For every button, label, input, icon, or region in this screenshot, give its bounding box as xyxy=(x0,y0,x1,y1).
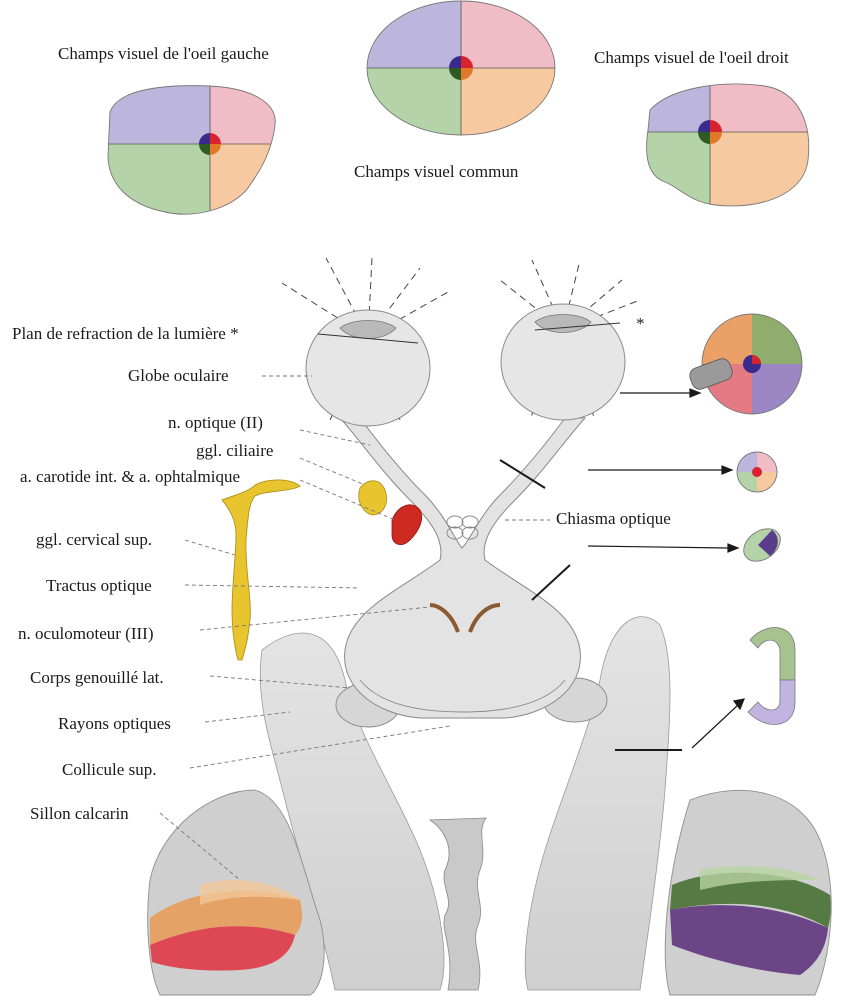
label-oculomotor-nerve: n. oculomoteur (III) xyxy=(18,624,153,644)
label-optic-chiasma: Chiasma optique xyxy=(556,509,671,529)
ciliary-ganglion xyxy=(359,481,387,515)
left-visual-field xyxy=(100,80,290,224)
common-field-fixation-point xyxy=(449,56,473,80)
label-carotid-artery: a. carotide int. & a. ophtalmique xyxy=(20,467,240,487)
label-refraction-plane: Plan de refraction de la lumière * xyxy=(12,324,239,344)
label-optic-radiations: Rayons optiques xyxy=(58,714,171,734)
label-ciliary-ganglion: ggl. ciliaire xyxy=(196,441,273,461)
globe-field-result xyxy=(688,312,804,416)
left-field-upper-right xyxy=(210,80,290,144)
right-visual-field xyxy=(640,80,820,222)
left-field-lower-right xyxy=(210,144,290,224)
left-eye-field-title: Champs visuel de l'oeil gauche xyxy=(58,44,269,64)
right-eye-field-title: Champs visuel de l'oeil droit xyxy=(594,48,789,68)
radiation-section-result xyxy=(748,628,795,725)
label-optic-nerve: n. optique (II) xyxy=(168,413,263,433)
right-field-fixation-point xyxy=(698,120,722,144)
label-eyeball: Globe oculaire xyxy=(128,366,229,386)
tract-section-result xyxy=(738,522,787,568)
label-geniculate-body: Corps genouillé lat. xyxy=(30,668,164,688)
carotid-artery xyxy=(392,505,422,545)
left-field-upper-left xyxy=(100,80,210,144)
label-cervical-ganglion: ggl. cervical sup. xyxy=(36,530,152,550)
nerve-section-result xyxy=(737,452,777,492)
common-field-title: Champs visuel commun xyxy=(354,162,518,182)
label-calcarine-sulcus: Sillon calcarin xyxy=(30,804,129,824)
superior-cervical-ganglion xyxy=(222,480,300,660)
label-optic-tract: Tractus optique xyxy=(46,576,152,596)
label-superior-colliculus: Collicule sup. xyxy=(62,760,156,780)
left-field-fixation-point xyxy=(199,133,221,155)
label-asterisk: * xyxy=(636,314,645,334)
optic-tract-outline xyxy=(340,418,585,718)
